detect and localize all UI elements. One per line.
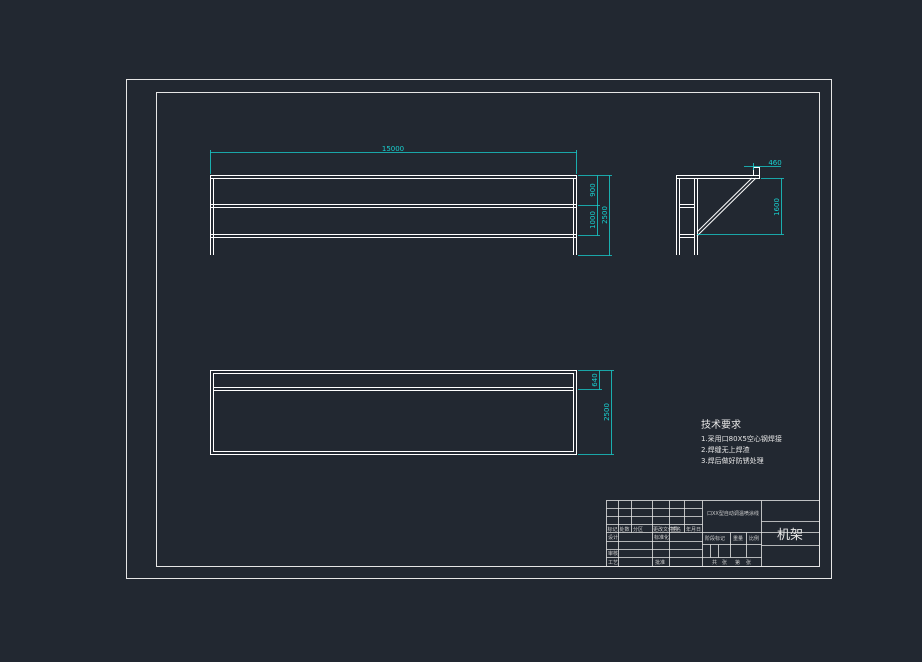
side-top-block: [753, 167, 760, 176]
dim-length-text: 15000: [382, 145, 404, 153]
side-top-rail: [676, 175, 760, 179]
front-view-dimensions: [210, 150, 612, 256]
title-block-text: 口XX型自动调温喷涂线 机架 标记 处数 分区 更改文件号 签名 年月日 设计 …: [608, 510, 804, 566]
inner-drawing-frame: [156, 92, 820, 567]
title-block-border: [606, 500, 820, 567]
top-dim-width-text: 2500: [603, 403, 611, 421]
side-brace-b: [696, 177, 757, 237]
front-bottom-rail: [210, 234, 577, 238]
note-item-3: 3.焊后做好防锈处理: [701, 456, 764, 465]
tb-sheet-no: 第: [735, 559, 740, 566]
tb-header-1: 处数: [620, 526, 630, 533]
top-view-outline-inner: [213, 373, 574, 452]
front-middle-rail: [210, 204, 577, 208]
tb-mid-approve: 批准: [655, 559, 665, 566]
top-view: [210, 370, 577, 455]
front-top-rail: [210, 175, 577, 179]
tb-row-design: 设计: [608, 534, 618, 541]
tb-stage-label: 阶段标记: [705, 535, 725, 542]
tb-header-0: 标记: [608, 526, 618, 533]
outer-sheet-border: [126, 79, 832, 579]
tb-row-review: 审核: [608, 550, 618, 557]
side-dim-height-text: 1600: [773, 198, 781, 216]
top-view-outline-outer: [210, 370, 577, 455]
side-view-dimensions: [697, 163, 784, 235]
tb-project-label: 口XX型自动调温喷涂线: [707, 510, 759, 517]
tb-part-name: 机架: [777, 528, 803, 543]
tb-header-5: 年月日: [686, 526, 701, 533]
side-view: [676, 167, 760, 255]
tb-sheet-total: 共: [712, 559, 717, 566]
note-item-1: 1.采用口80X5空心钢焊接: [701, 434, 782, 443]
tb-header-3: 更改文件号: [653, 526, 678, 533]
technical-requirements: 技术要求 1.采用口80X5空心钢焊接 2.焊缝无上焊渣 3.焊后做好防锈处理: [701, 418, 782, 465]
dim-gap-upper-text: 900: [589, 183, 597, 196]
tb-header-4: 签名: [671, 526, 681, 533]
tb-header-2: 分区: [633, 526, 643, 533]
tb-scale-label: 比例: [749, 535, 759, 542]
tb-row-process: 工艺: [608, 560, 618, 566]
top-view-dimensions: [578, 370, 614, 455]
front-view: [210, 175, 577, 255]
side-brace-a: [696, 177, 753, 233]
note-item-2: 2.焊缝无上焊渣: [701, 445, 750, 454]
title-block: [606, 500, 820, 567]
tb-sheet-unit-1: 张: [722, 559, 727, 566]
side-dim-top-text: 460: [768, 159, 781, 167]
tb-sheet-unit-2: 张: [746, 559, 751, 566]
notes-heading: 技术要求: [701, 418, 741, 431]
tb-mid-standard: 标准化: [654, 534, 669, 541]
dim-gap-lower-text: 1000: [589, 211, 597, 229]
top-dim-rail-text: 640: [591, 373, 599, 386]
tb-weight-label: 重量: [733, 535, 743, 542]
dim-height-text: 2500: [601, 206, 609, 224]
